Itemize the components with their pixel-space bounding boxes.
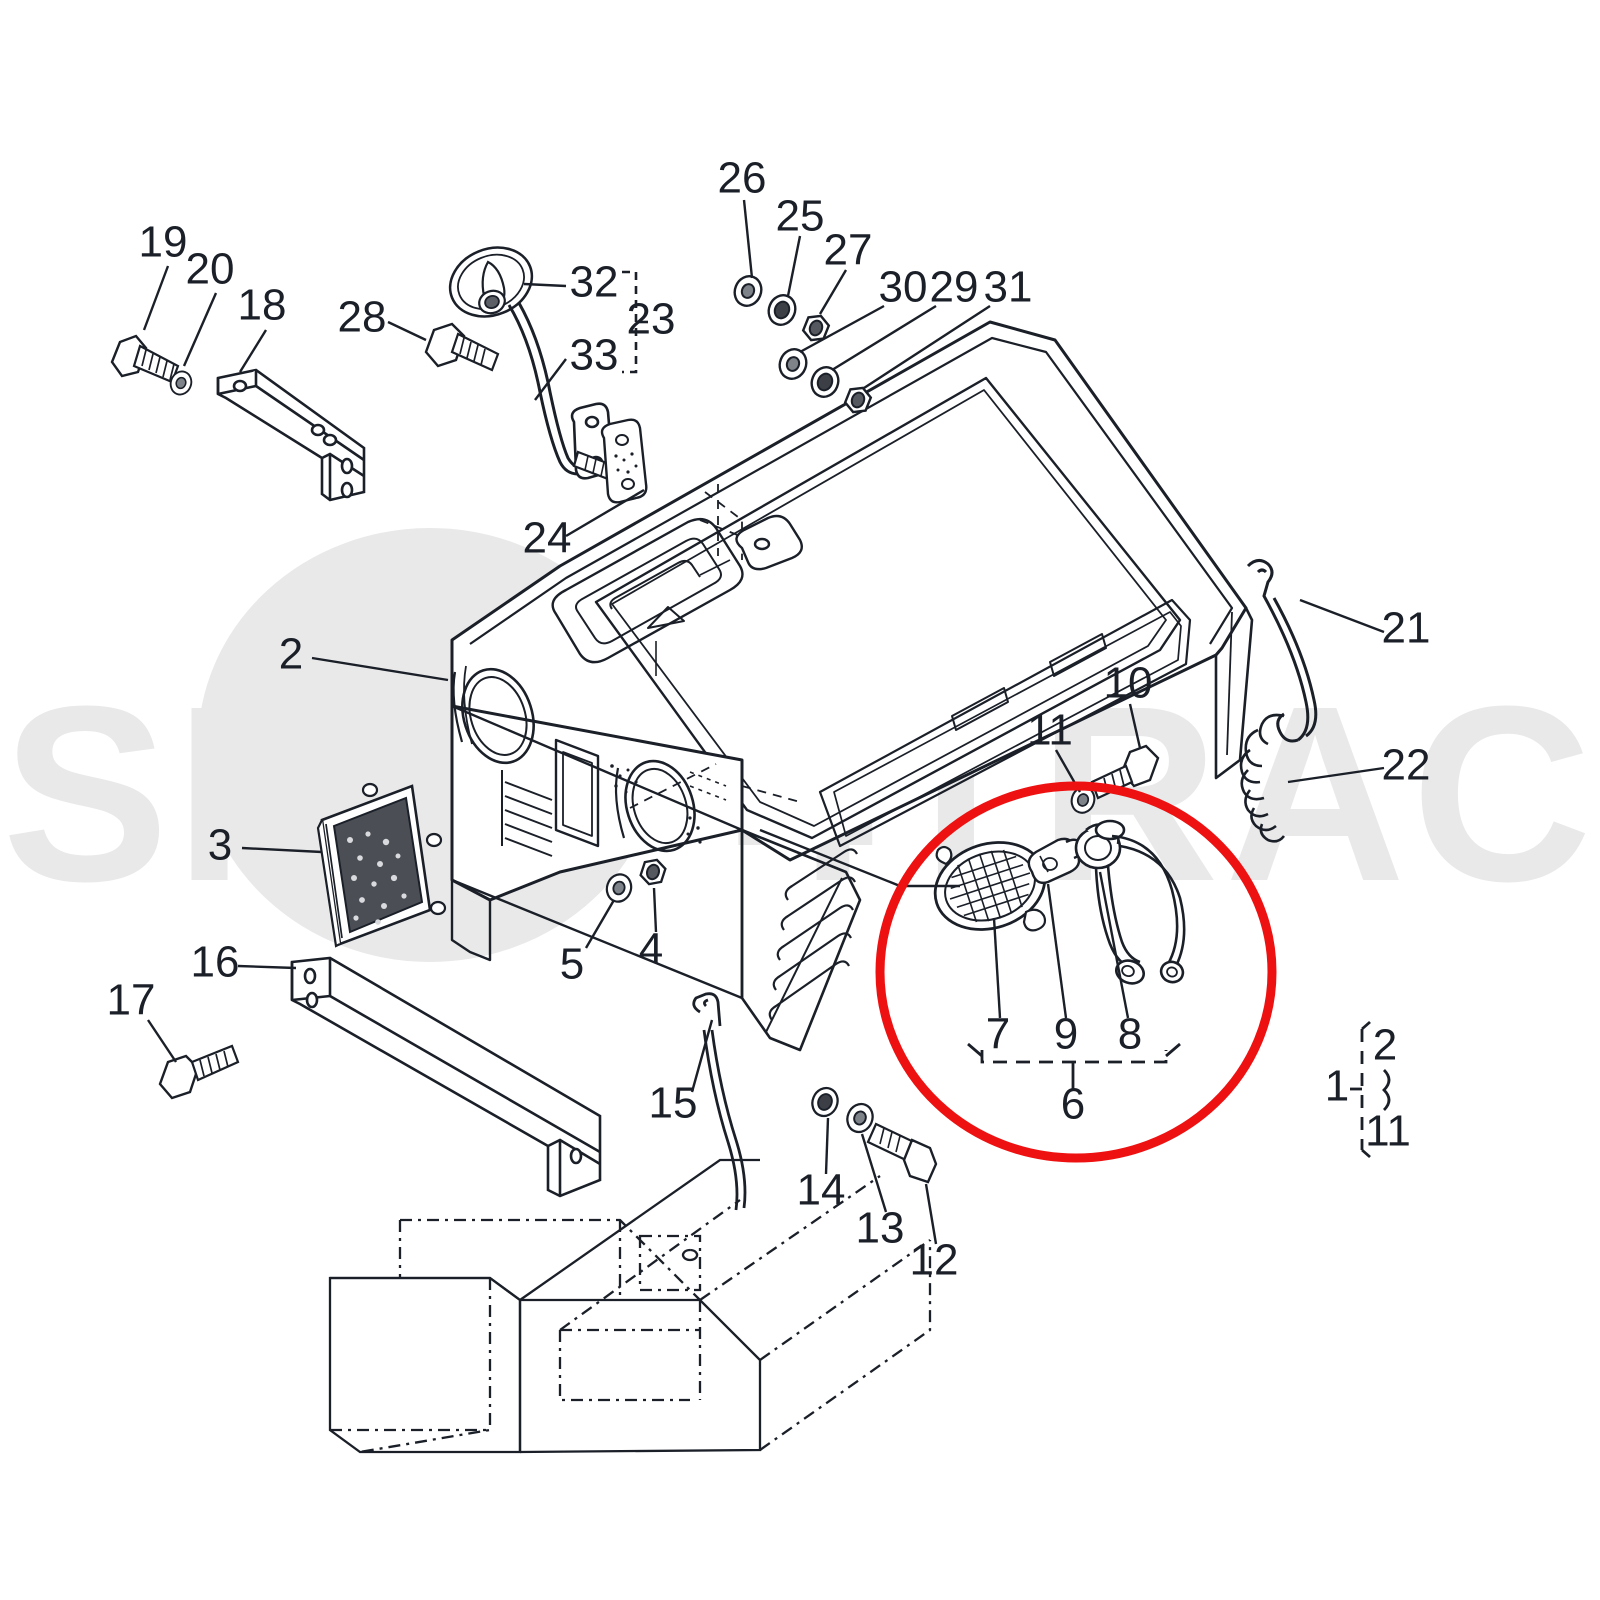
fastener-14-13-12	[807, 1083, 938, 1184]
part-3-grille-screen	[316, 782, 447, 948]
group-bracket-1	[1350, 1020, 1391, 1159]
callout-31: 31	[984, 263, 1033, 312]
callout-11: 11	[1027, 706, 1073, 755]
callout-group-2: 2	[1373, 1021, 1397, 1070]
callout-18: 18	[238, 281, 287, 330]
headlight-assembly-highlight	[875, 781, 1277, 1163]
fastener-stack-30-29-31	[774, 344, 875, 418]
leader-lines	[142, 199, 1385, 1245]
callout-26: 26	[718, 154, 767, 203]
part-7-headlight-lamp	[933, 841, 1047, 932]
part-12-hex-bolt	[866, 1122, 938, 1184]
callout-4: 4	[639, 925, 663, 974]
callout-23: 23	[627, 295, 676, 344]
callout-28: 28	[338, 293, 387, 342]
callout-33: 33	[570, 331, 619, 380]
callout-5: 5	[560, 940, 584, 989]
callout-24: 24	[523, 514, 572, 563]
callout-7: 7	[986, 1010, 1010, 1059]
callout-14: 14	[797, 1166, 846, 1215]
callout-30: 30	[879, 263, 928, 312]
part-23-mirror-assembly	[448, 246, 622, 484]
fastener-stack-26-25-27	[729, 271, 833, 346]
callout-group-11: 11	[1365, 1107, 1411, 1156]
part-10-bolt	[1090, 744, 1160, 800]
callout-32: 32	[570, 258, 619, 307]
part-15-support-rod	[692, 992, 747, 1211]
part-18-side-bracket	[216, 368, 366, 502]
callout-19: 19	[139, 218, 188, 267]
part-19-hex-bolt	[110, 334, 180, 384]
callout-16: 16	[191, 938, 240, 987]
part-24-mirror-mount-plate	[600, 418, 648, 504]
callout-12: 12	[910, 1236, 959, 1285]
part-28-hex-bolt	[424, 322, 500, 372]
callout-17: 17	[107, 976, 156, 1025]
callout-15: 15	[649, 1079, 698, 1128]
part-22-tension-spring	[1239, 713, 1286, 843]
callout-22: 22	[1382, 741, 1431, 790]
group-bracket-6-ends	[967, 1042, 1181, 1090]
part-21-latch-rod	[1246, 559, 1318, 743]
callout-29: 29	[930, 263, 979, 312]
callout-2: 2	[279, 630, 303, 679]
hood-bonnet	[450, 320, 1254, 1052]
callout-1: 1	[1325, 1062, 1349, 1111]
part-17-hex-bolt	[158, 1044, 240, 1100]
chassis-frame-phantom	[328, 1158, 932, 1454]
callout-27: 27	[824, 226, 873, 275]
callout-3: 3	[208, 821, 232, 870]
callout-20: 20	[186, 245, 235, 294]
callout-8: 8	[1118, 1010, 1142, 1059]
callout-6: 6	[1061, 1080, 1085, 1129]
part-16-lower-bracket	[290, 956, 602, 1198]
part-8-wire-harness	[1074, 819, 1186, 985]
hood-latch-catch	[735, 514, 803, 571]
callout-10: 10	[1104, 659, 1153, 708]
callout-9: 9	[1054, 1010, 1078, 1059]
callout-13: 13	[856, 1204, 905, 1253]
callout-21: 21	[1382, 604, 1431, 653]
callout-25: 25	[776, 192, 825, 241]
